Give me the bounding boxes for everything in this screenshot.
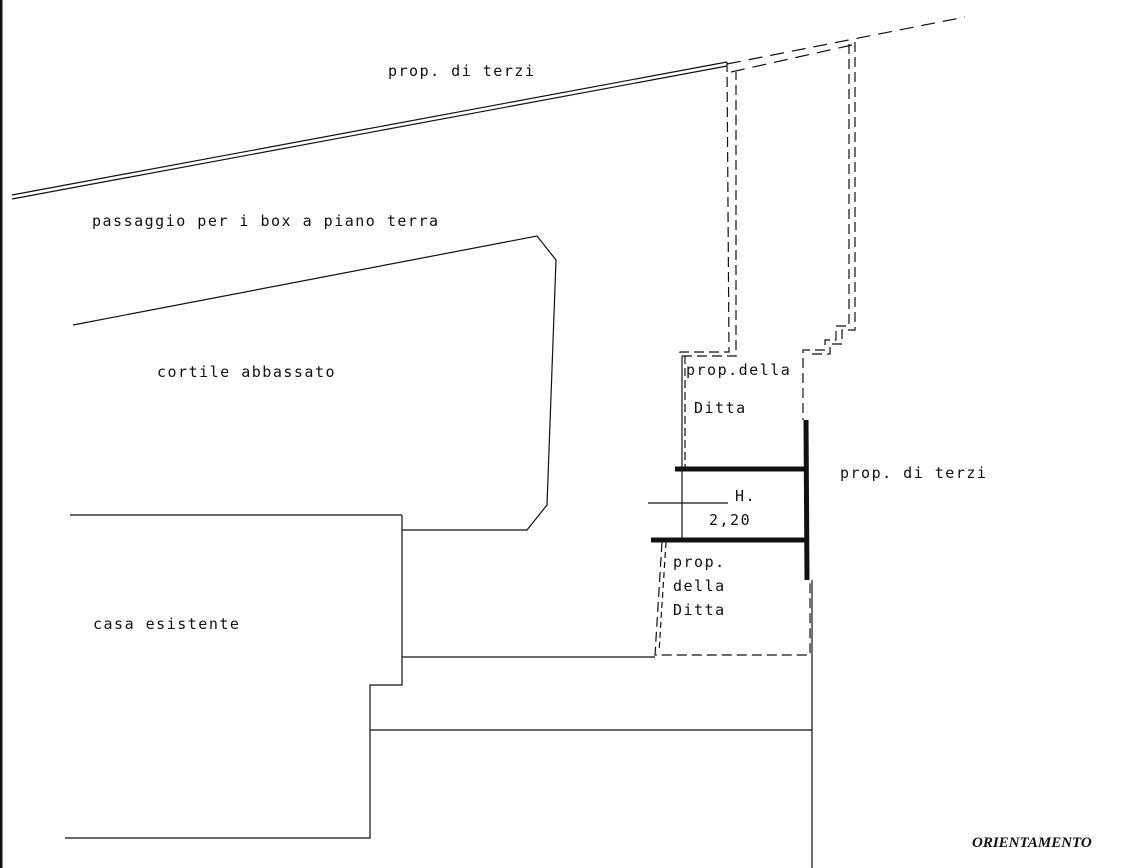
- upper-right-outline: [802, 44, 850, 420]
- house-right-wall: [65, 515, 403, 839]
- label-courtyard: cortile abbassato: [157, 363, 337, 381]
- upper-box-outline: [679, 61, 737, 357]
- label-right-neighbor: prop. di terzi: [840, 464, 988, 482]
- label-height: H.: [735, 487, 757, 505]
- orientation-label: ORIENTAMENTO: [972, 835, 1092, 851]
- label-top-neighbor: prop. di terzi: [388, 62, 536, 80]
- label-height-value: 2,20: [709, 511, 752, 529]
- lower-box-outline: [654, 541, 811, 656]
- lower-box-outline-2: [658, 541, 667, 653]
- label-owner-lower-1: prop.: [673, 553, 726, 571]
- upper-right-outline-2: [808, 42, 856, 355]
- label-passage: passaggio per i box a piano terra: [92, 212, 440, 230]
- label-owner-lower-2: della: [673, 577, 726, 595]
- top-boundary-line: [11, 61, 728, 196]
- label-owner-upper-1: prop.della: [686, 361, 792, 379]
- top-boundary-dashed: [726, 16, 966, 65]
- passage-boundary: [72, 235, 557, 531]
- top-boundary-line-2: [11, 65, 728, 200]
- label-owner-lower-3: Ditta: [673, 601, 726, 619]
- thick-wall-vertical: [803, 419, 810, 581]
- label-existing-house: casa esistente: [93, 615, 241, 633]
- top-boundary-dashed-2: [730, 44, 853, 73]
- label-owner-upper-2: Ditta: [694, 399, 747, 417]
